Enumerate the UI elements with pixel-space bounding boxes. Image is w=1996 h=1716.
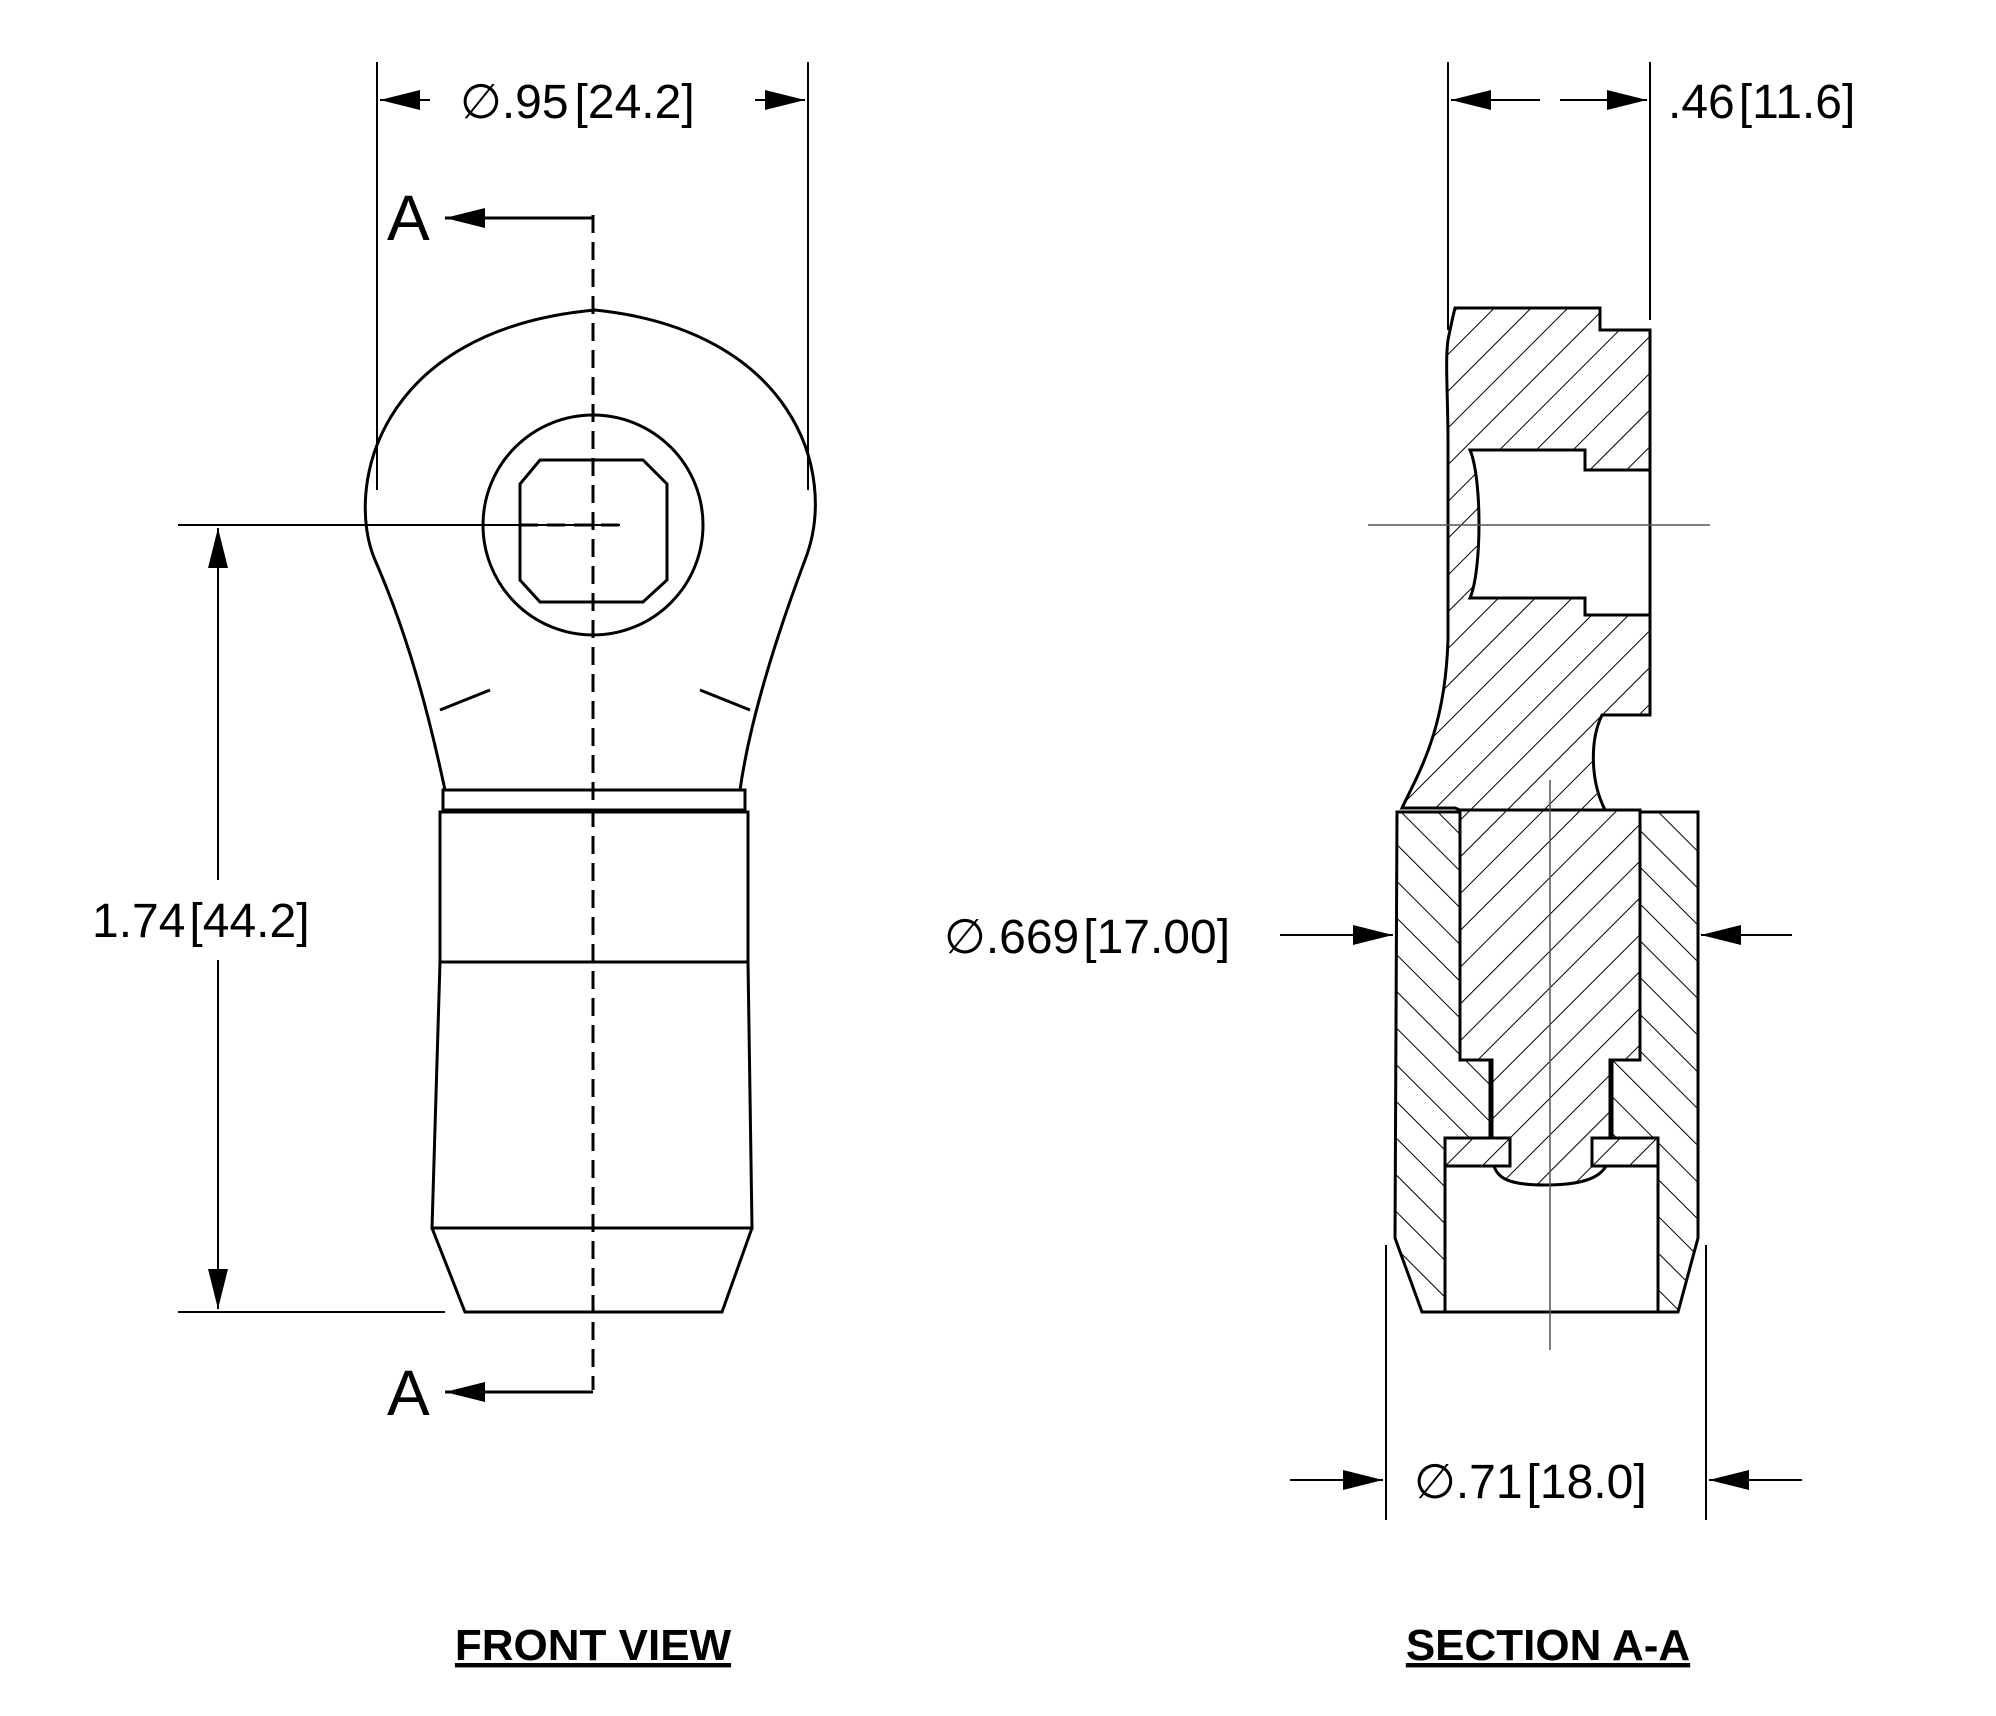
outer-dimension-text: ∅.71[18.0] [1414,1456,1647,1509]
stud-pocket [1467,448,1652,617]
section-view: .46[11.6] ∅.669[17.00] ∅.71[18.0] SECTIO… [944,62,1855,1670]
barrel-wall-right [1610,810,1700,1314]
width-dimension-text: ∅.95[24.2] [460,76,695,129]
washer-right [1590,1136,1660,1168]
barrel-upper [438,810,750,964]
front-view: A A ∅.95[24.2] 1.74[44.2] FRONT VIEW [92,62,817,1670]
height-dimension-text: 1.74[44.2] [92,895,310,948]
section-letter-bottom: A [387,1357,430,1429]
bore-dimension-text: ∅.669[17.00] [944,911,1230,964]
neck-tick-right [699,688,751,712]
washer-left [1443,1136,1512,1168]
stud-square-hole [518,458,669,604]
thickness-dimension-text: .46[11.6] [1668,76,1855,129]
section-letter-top: A [387,182,430,254]
ring-head-outline [363,308,817,791]
section-view-title: SECTION A-A [1406,1621,1690,1670]
front-view-title: FRONT VIEW [455,1621,732,1670]
neck-tick-left [439,688,491,712]
